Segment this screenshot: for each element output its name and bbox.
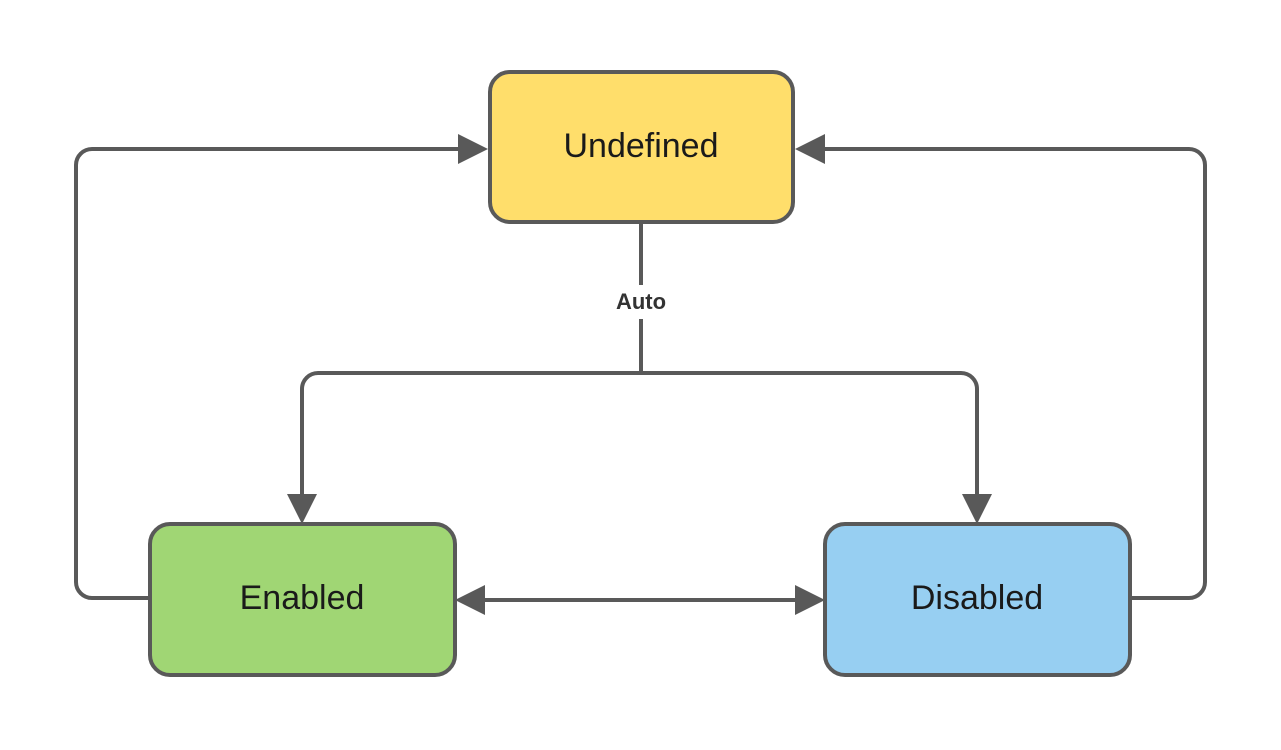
node-disabled-label: Disabled bbox=[911, 579, 1043, 617]
node-enabled-label: Enabled bbox=[240, 579, 365, 617]
node-disabled[interactable]: Disabled bbox=[823, 522, 1132, 677]
node-enabled[interactable]: Enabled bbox=[148, 522, 457, 677]
node-undefined-label: Undefined bbox=[563, 127, 718, 165]
edge-disabled-to-undefined-line bbox=[813, 147, 1207, 600]
arrowhead-into-undefined-right bbox=[795, 134, 825, 164]
node-disabled-box[interactable] bbox=[823, 522, 1132, 677]
arrowhead-into-undefined-left bbox=[458, 134, 488, 164]
edge-label-auto-background bbox=[597, 285, 685, 319]
edge-label-auto-text: Auto bbox=[616, 289, 666, 314]
edge-disabled-to-undefined bbox=[795, 134, 1207, 600]
edge-undefined-auto-fork bbox=[287, 222, 992, 524]
node-undefined[interactable]: Undefined bbox=[488, 70, 795, 224]
arrowhead-into-enabled bbox=[287, 494, 317, 524]
edge-enabled-to-undefined-line bbox=[74, 147, 470, 600]
edge-enabled-to-undefined bbox=[74, 134, 488, 600]
edge-auto-branch-left bbox=[300, 371, 641, 506]
edge-label-auto: Auto bbox=[597, 285, 685, 319]
node-undefined-box[interactable] bbox=[488, 70, 795, 224]
edge-auto-branch-right bbox=[641, 371, 979, 506]
arrowhead-toward-disabled bbox=[795, 585, 825, 615]
arrowhead-into-disabled bbox=[962, 494, 992, 524]
arrowhead-toward-enabled bbox=[455, 585, 485, 615]
edge-enabled-disabled-bidirectional bbox=[455, 585, 825, 615]
node-enabled-box[interactable] bbox=[148, 522, 457, 677]
